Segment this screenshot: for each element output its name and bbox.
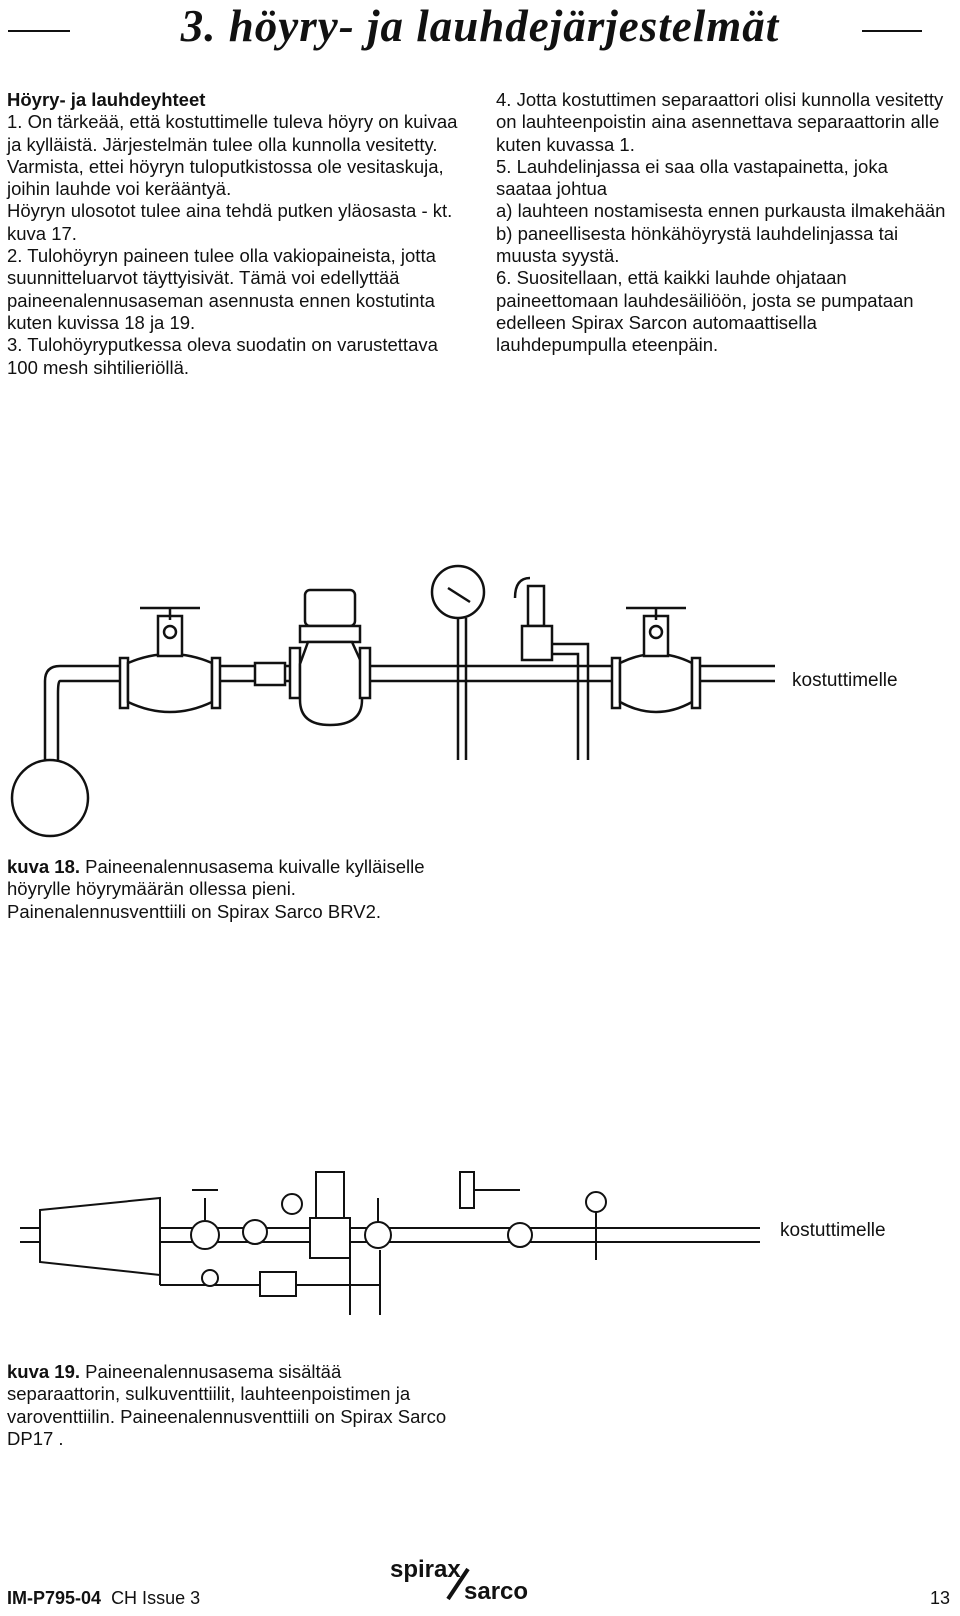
page-number: 13 [929, 1588, 950, 1608]
paragraph: 3. Tulohöyryputkessa oleva suodatin on v… [7, 334, 438, 378]
title-rule-right [862, 30, 922, 32]
figure-18-label: kostuttimelle [792, 670, 898, 691]
paragraph: 4. Jotta kostuttimen separaattori olisi … [496, 89, 944, 155]
caption-lead: kuva 18. [7, 856, 81, 877]
paragraph: a) lauhteen nostamisesta ennen purkausta… [496, 200, 946, 222]
spirax-sarco-logo: spirax sarco [390, 1555, 560, 1607]
page-title: 3. höyry- ja lauhdejärjestelmät [180, 1, 780, 51]
figure-19-diagram [20, 1171, 760, 1315]
left-column: Höyry- ja lauhdeyhteet 1. On tärkeää, et… [7, 89, 465, 379]
paragraph: 1. On tärkeää, että kostuttimelle tuleva… [7, 111, 458, 200]
paragraph: 6. Suositellaan, että kaikki lauhde ohja… [496, 267, 914, 356]
paragraph: b) paneellisesta hönkähöyrystä lauhdelin… [496, 222, 899, 267]
logo-text-bottom: sarco [464, 1578, 528, 1605]
paragraph: 5. Lauhdelinjassa ei saa olla vastapaine… [496, 155, 888, 200]
caption-text: Paineenalennusasema kuivalle kylläiselle… [7, 856, 425, 922]
paragraph: 2. Tulohöyryn paineen tulee olla vakiopa… [7, 245, 436, 333]
paragraph: Höyryn ulosotot tulee aina tehdä putken … [7, 200, 453, 244]
figure-18-caption: kuva 18. Paineenalennusasema kuivalle ky… [7, 856, 453, 923]
figure-19-caption: kuva 19. Paineenalennusasema sisältää se… [7, 1361, 451, 1450]
section-heading: Höyry- ja lauhdeyhteet [7, 89, 206, 110]
document-code: IM-P795-04 CH Issue 3 [7, 1588, 200, 1609]
issue-label: CH Issue 3 [111, 1588, 201, 1608]
page-header: 3. höyry- ja lauhdejärjestelmät [0, 0, 960, 60]
title-rule-left [8, 30, 70, 32]
figure-19-label: kostuttimelle [780, 1220, 886, 1241]
caption-text: Paineenalennusasema sisältää separaattor… [7, 1361, 447, 1449]
logo-text-top: spirax [390, 1556, 461, 1583]
caption-lead: kuva 19. [7, 1361, 81, 1382]
figure-18-diagram [10, 564, 775, 838]
right-column: 4. Jotta kostuttimen separaattori olisi … [496, 89, 948, 357]
doc-code-label: IM-P795-04 [7, 1588, 102, 1608]
